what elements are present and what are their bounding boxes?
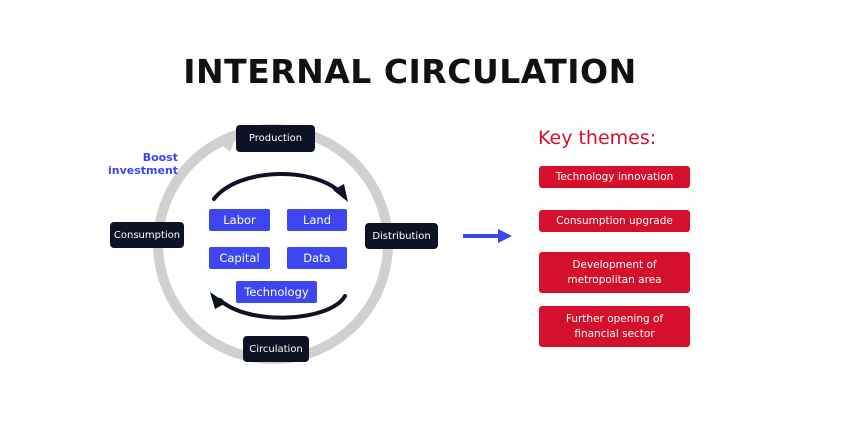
boost-label-line-2: investment — [108, 164, 179, 177]
factor-land: Land — [287, 209, 347, 231]
theme-metropolitan-area: Development of metropolitan area — [539, 252, 690, 293]
theme-label-line-2: financial sector — [574, 327, 655, 340]
theme-consumption-upgrade: Consumption upgrade — [539, 210, 690, 232]
theme-label-line-2: metropolitan area — [567, 273, 662, 286]
inner-arrow-top-head — [333, 184, 348, 202]
circulation-ring — [153, 124, 393, 364]
node-consumption: Consumption — [111, 223, 183, 247]
inner-arrow-bottom-head — [210, 292, 226, 309]
theme-label-line-1: Further opening of — [565, 312, 664, 325]
factor-labor: Labor — [209, 209, 270, 231]
theme-label: Technology innovation — [555, 170, 674, 183]
node-distribution: Distribution — [366, 224, 437, 248]
theme-label: Consumption upgrade — [556, 214, 673, 227]
factor-capital: Capital — [209, 247, 270, 269]
inner-arrow-bottom — [218, 294, 347, 320]
factor-data: Data — [287, 247, 347, 269]
theme-financial-sector: Further opening of financial sector — [539, 306, 690, 347]
transition-arrow-head — [498, 229, 512, 243]
node-circulation: Circulation — [244, 337, 308, 361]
factor-technology: Technology — [236, 281, 317, 303]
inner-arrow-top — [212, 171, 342, 201]
theme-technology-innovation: Technology innovation — [539, 166, 690, 188]
theme-label-line-1: Development of — [572, 258, 657, 271]
boost-investment-label: Boost investment — [108, 151, 178, 177]
node-production: Production — [237, 126, 314, 151]
ring-arrowhead — [216, 132, 238, 152]
boost-label-line-1: Boost — [142, 151, 178, 164]
key-themes-heading: Key themes: — [538, 127, 657, 149]
page-title: INTERNAL CIRCULATION — [183, 52, 637, 91]
